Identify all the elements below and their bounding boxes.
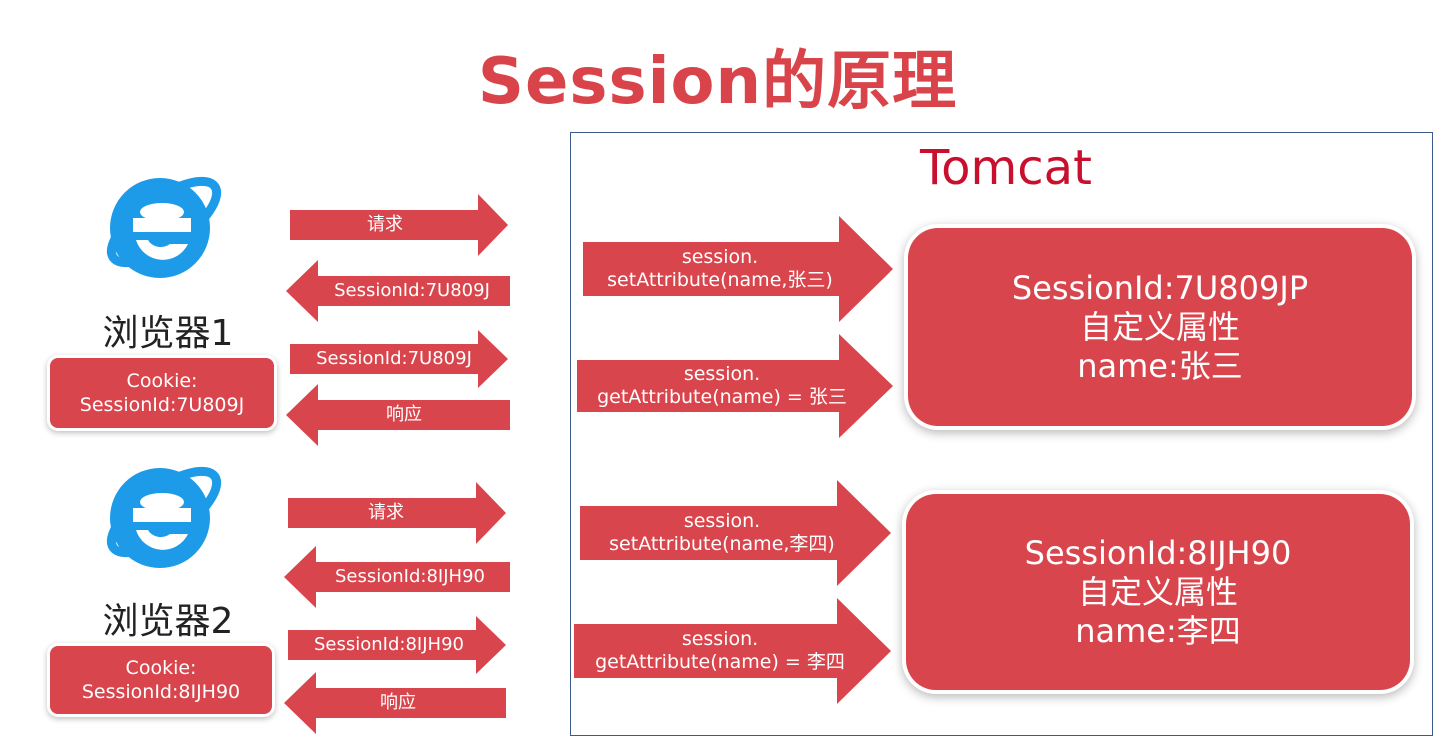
session-object-text: session. [683,510,761,532]
session-id-arrow-label: SessionId:7U809J [316,348,472,369]
session-id-arrow-right [288,616,506,674]
cookie-label: Cookie: [126,370,198,392]
response-arrow-left [286,384,510,446]
cookie-box-1: Cookie: SessionId:7U809J [50,358,274,428]
get-attribute-label: session. getAttribute(name) = 张三 [577,361,867,411]
session-id-arrow-right [290,330,508,388]
session-object-text: session. [681,628,759,650]
session-id-text: SessionId:8IJH90 [1024,533,1292,572]
response-arrow-left [284,672,506,734]
internet-explorer-icon [106,176,222,278]
cookie-box-2: Cookie: SessionId:8IJH90 [50,646,272,714]
session-object-text: session. [683,363,761,385]
request-arrow-label: 请求 [368,502,404,523]
session-id-arrow-label: SessionId:7U809J [334,280,490,301]
session-id-arrow-label: SessionId:8IJH90 [314,634,464,655]
session-id-arrow-label: SessionId:8IJH90 [335,566,485,587]
custom-attribute-title: 自定义属性 [1077,572,1238,611]
browser-2-label: 浏览器2 [102,601,234,642]
cookie-session-id: SessionId:7U809J [79,394,245,416]
method-call-text: getAttribute(name) = 李四 [595,651,845,673]
set-attribute-label: session. setAttribute(name,张三) [583,244,857,294]
method-call-text: setAttribute(name,李四) [609,533,835,555]
method-call-text: getAttribute(name) = 张三 [597,386,847,408]
request-arrow-right [288,482,506,544]
request-arrow-right [290,194,508,256]
get-attribute-label: session. getAttribute(name) = 李四 [574,626,866,676]
session-id-arrow-left [286,260,510,322]
response-arrow-label: 响应 [380,692,416,713]
tomcat-container [570,132,1433,736]
set-attribute-arrow [583,216,893,322]
get-attribute-arrow [574,598,891,704]
request-arrow-label: 请求 [367,214,403,235]
page-title: Session的原理 [477,45,958,119]
tomcat-label: Tomcat [920,140,1092,196]
cookie-session-id: SessionId:8IJH90 [81,681,241,703]
internet-explorer-icon [106,466,222,568]
response-arrow-label: 响应 [386,404,422,425]
session-box-1: SessionId:7U809JP 自定义属性 name:张三 [908,228,1412,426]
method-call-text: setAttribute(name,张三) [607,269,833,291]
attribute-value: name:张三 [1077,346,1243,385]
cookie-label: Cookie: [125,657,197,679]
session-box-2: SessionId:8IJH90 自定义属性 name:李四 [906,494,1410,690]
browser-1-label: 浏览器1 [102,313,234,354]
set-attribute-label: session. setAttribute(name,李四) [580,508,864,558]
session-id-arrow-left [284,546,510,608]
attribute-value: name:李四 [1075,611,1241,650]
set-attribute-arrow [580,480,891,586]
session-object-text: session. [681,246,759,268]
session-id-text: SessionId:7U809JP [1011,268,1309,307]
custom-attribute-title: 自定义属性 [1079,307,1240,346]
get-attribute-arrow [577,334,893,438]
